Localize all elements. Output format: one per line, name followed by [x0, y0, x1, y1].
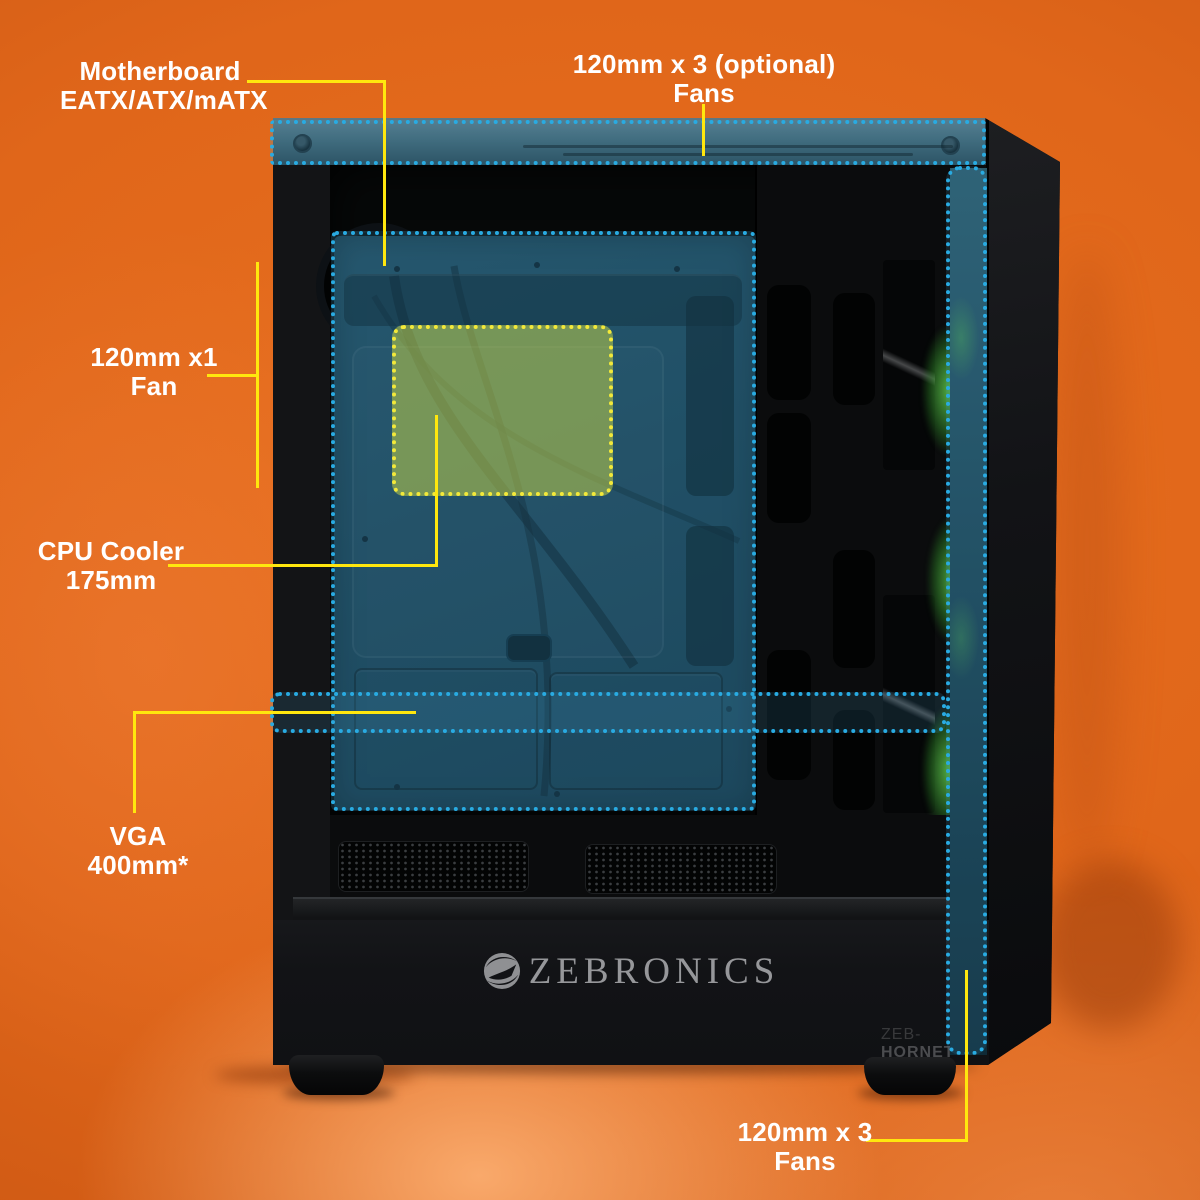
label-line: VGA [109, 821, 167, 851]
screw-dot [726, 706, 732, 712]
case-foot-right [864, 1057, 956, 1095]
screw-dot [394, 266, 400, 272]
screw-dot [554, 791, 560, 797]
bay-slot [767, 650, 811, 780]
front-fans-callout-line-v [965, 970, 968, 1142]
vga-callout-line-h [133, 711, 416, 714]
tray-cutout [686, 296, 734, 496]
rear-fan-callout-line-h [207, 374, 256, 377]
vga-callout-line-v [133, 711, 136, 813]
label-line: Fans [673, 78, 735, 108]
label-line: Fan [130, 371, 178, 401]
bay-slot [833, 550, 875, 668]
cpu-cooler-highlight [392, 325, 613, 496]
label-line: Motherboard [79, 56, 241, 86]
rear-fan-callout-label: 120mm x1 Fan [54, 343, 254, 401]
cpu-cooler-callout-line-h [168, 564, 438, 567]
motherboard-callout-line-v [383, 80, 386, 266]
cable-channel [344, 274, 742, 326]
tray-cutout [686, 526, 734, 666]
dust-filter-mesh [338, 841, 529, 892]
top-fans-callout-label: 120mm x 3 (optional) Fans [504, 50, 904, 108]
front-fans-callout-label: 120mm x 3 Fans [705, 1118, 905, 1176]
label-line: EATX/ATX/mATX [60, 85, 268, 115]
front-bottom-panel: ZEBRONICS ZEB-HORNET [273, 920, 989, 1065]
model-badge: ZEB-HORNET [881, 1026, 989, 1062]
screw-dot [674, 266, 680, 272]
screw-dot [362, 536, 368, 542]
cpu-cooler-callout-label: CPU Cooler 175mm [11, 537, 211, 595]
model-prefix: ZEB- [881, 1026, 922, 1043]
label-line: 175mm [65, 565, 157, 595]
case-right-shadow [1052, 250, 1122, 870]
vent-groove [563, 153, 913, 156]
dust-filter-mesh [585, 844, 777, 894]
pc-case: ZEBRONICS ZEB-HORNET [273, 118, 1060, 1065]
rear-fan-callout-line-v [256, 262, 259, 488]
motherboard-callout-label: Motherboard EATX/ATX/mATX [60, 56, 268, 115]
vent-groove [523, 145, 953, 148]
zebronics-logo-icon [483, 952, 520, 990]
front-fans-callout-line-h [866, 1139, 968, 1142]
motherboard-callout-line-h [247, 80, 386, 83]
case-right-shadow [1040, 860, 1180, 1030]
front-fan-column [950, 168, 987, 1055]
model-name: HORNET [881, 1044, 955, 1061]
cable-grommet [506, 634, 552, 662]
label-line: Fans [774, 1146, 836, 1176]
label-line: CPU Cooler [37, 536, 185, 566]
label-line: 120mm x1 [90, 342, 218, 372]
cpu-cooler-callout-line-v [435, 415, 438, 567]
label-line: 120mm x 3 [737, 1117, 873, 1147]
zebronics-logo-text: ZEBRONICS [528, 950, 780, 992]
top-fans-highlight [270, 120, 986, 165]
label-line: 400mm* [87, 850, 189, 880]
vga-callout-label: VGA 400mm* [38, 822, 238, 880]
bottom-vent-section [330, 815, 987, 897]
front-fans-highlight [946, 166, 987, 1055]
screw-dot [394, 784, 400, 790]
case-front-facet [989, 118, 1060, 1065]
front-panel-seam [986, 118, 989, 1065]
label-line: 120mm x 3 (optional) [572, 49, 836, 79]
screw-dot [534, 262, 540, 268]
screw-icon [941, 136, 960, 155]
bay-slot [767, 285, 811, 400]
bay-slot [833, 293, 875, 405]
zebronics-logo: ZEBRONICS [273, 950, 989, 992]
top-fans-callout-line-v [702, 104, 705, 156]
bay-slot [767, 413, 811, 523]
bay-slot [833, 710, 875, 810]
case-foot-left [289, 1055, 384, 1095]
screw-icon [293, 134, 312, 153]
